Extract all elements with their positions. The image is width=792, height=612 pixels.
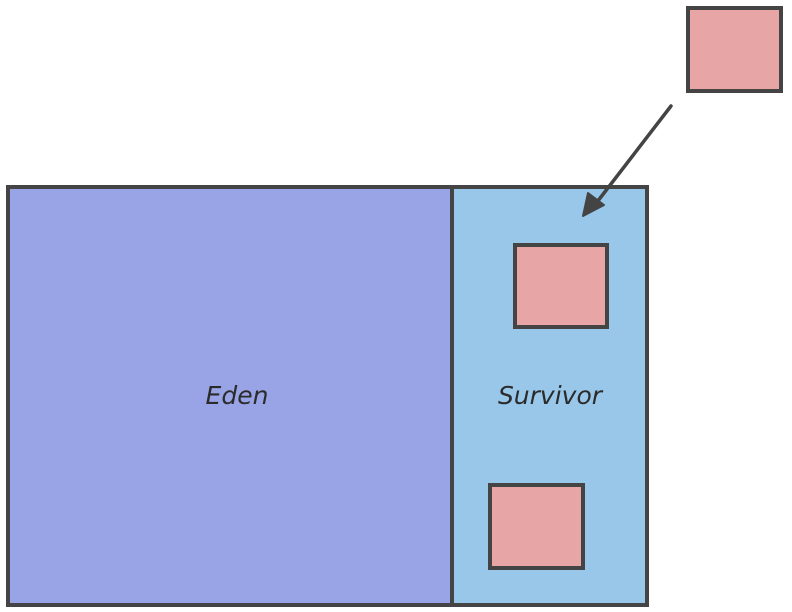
arrow-shaft: [592, 104, 673, 208]
survivor-object-top: [513, 243, 609, 329]
eden-region: Eden: [6, 185, 454, 607]
eden-label: Eden: [206, 381, 269, 410]
survivor-label: Survivor: [498, 381, 604, 410]
promotion-arrow: [582, 104, 673, 217]
arrow-head-icon: [582, 192, 605, 217]
survivor-object-bottom: [488, 483, 585, 570]
eden-box: [6, 185, 454, 607]
incoming-object: [686, 6, 783, 93]
